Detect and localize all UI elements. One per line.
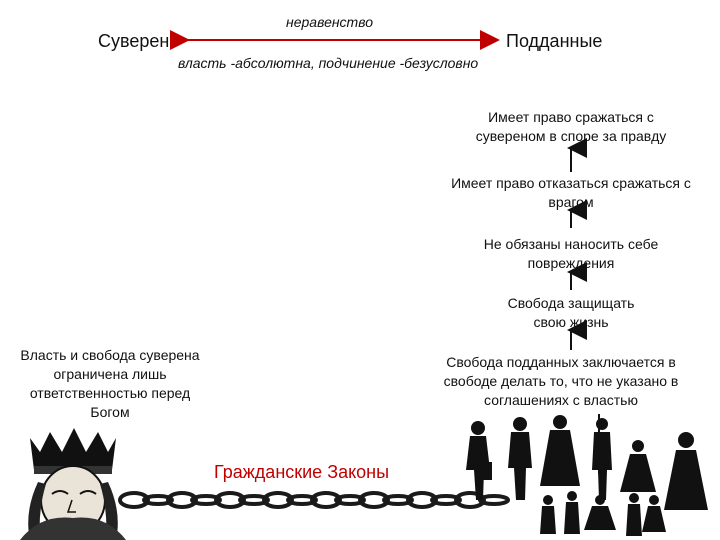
power-subtitle: власть -абсолютна, подчинение -безусловн… [178, 55, 479, 71]
sovereign-label: Суверен [98, 31, 170, 51]
right-refuse-fight: Имеет право отказаться сражаться с враго… [451, 175, 691, 210]
right-no-self-harm: Не обязаны наносить себе повреждения [483, 236, 659, 271]
right-fight-sovereign: Имеет право сражаться с сувереном в спор… [475, 109, 667, 144]
sovereign-note: Власть и свобода суверена ограничена лиш… [20, 347, 200, 420]
king-figure-icon [20, 428, 126, 540]
chain-icon [118, 491, 510, 509]
right-defend-life: Свобода защищать свою жизнь [507, 295, 635, 330]
subjects-crowd-icon [466, 414, 708, 536]
subjects-note: Свобода подданных заключается в свободе … [443, 354, 679, 408]
subjects-label: Подданные [506, 31, 603, 51]
civil-laws-label: Гражданские Законы [214, 462, 390, 482]
inequality-label: неравенство [286, 14, 374, 30]
